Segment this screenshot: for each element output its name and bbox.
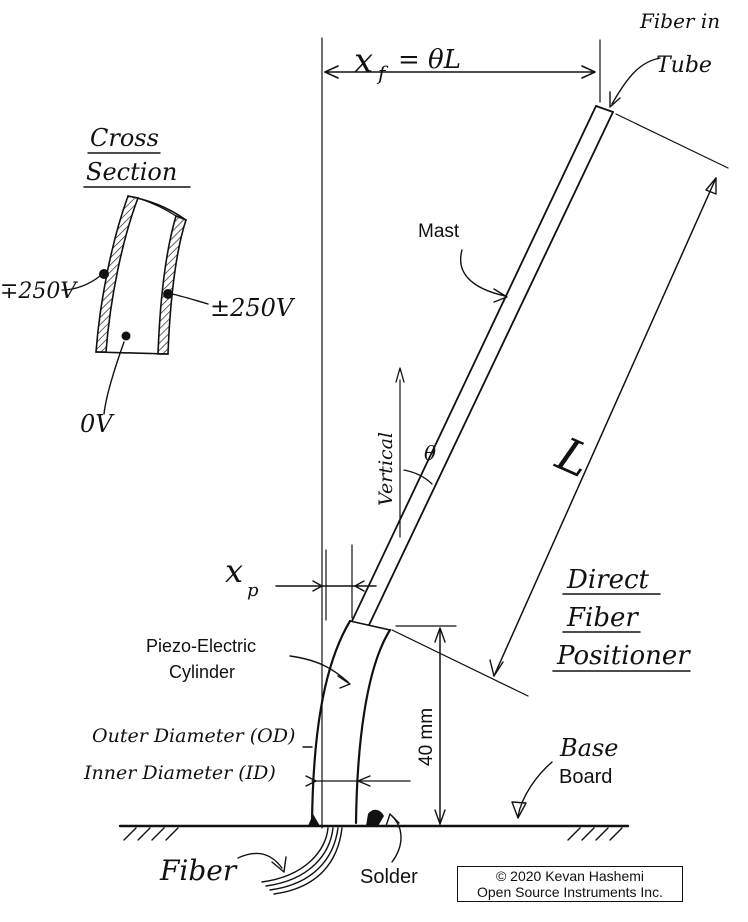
base-board-leader (517, 761, 553, 817)
fiber-in-tube-label-line1: Fiber in (639, 9, 720, 33)
zero-volt-label: 0V (80, 410, 115, 438)
length-arrow-bottom (489, 659, 504, 677)
xf-subscript: f (376, 61, 389, 85)
length-extension-top (615, 113, 729, 169)
title-line1: Direct (566, 565, 650, 595)
solder-joint-right (366, 809, 384, 826)
vertical-angle-arrowhead (395, 367, 405, 383)
xf-symbol: x (354, 41, 373, 81)
theta-label: θ (424, 441, 436, 465)
inner-diameter-label: Inner Diameter (ID) (83, 762, 276, 784)
mast-arrowhead (493, 288, 508, 303)
mast-label: Mast (418, 221, 460, 242)
base-hatching-left (123, 827, 179, 841)
height-arrow-top (434, 627, 446, 643)
base-board-label-line1: Base (559, 734, 618, 762)
voltage-right-label: ±250V (210, 294, 296, 322)
od-arrow (305, 775, 317, 787)
left-electrode-dot (99, 269, 109, 279)
base-board-label-line2: Board (559, 766, 612, 788)
piezo-cylinder (310, 619, 392, 825)
xf-arrow-left (324, 65, 339, 79)
id-arrow (357, 775, 371, 787)
fiber-in-tube-arrowhead (609, 91, 621, 108)
outer-diameter-label: Outer Diameter (OD) (92, 725, 295, 747)
piezo-arrowhead (337, 675, 351, 689)
piezo-label-line1: Piezo-Electric (146, 636, 256, 656)
center-electrode-dot (121, 331, 131, 341)
fiber-leader (237, 852, 283, 869)
length-dimension-line (493, 177, 717, 677)
voltage-right-leader (171, 293, 209, 305)
xp-subscript: p (247, 580, 259, 601)
copyright-box: © 2020 Kevan Hashemi Open Source Instrum… (457, 866, 683, 902)
height-arrow-bottom (434, 809, 446, 825)
theta-arc (403, 469, 433, 485)
solder-arrowhead (385, 813, 400, 827)
xf-equation: = θL (398, 45, 461, 75)
cross-section-drawing (95, 195, 187, 355)
voltage-left-label: ∓250V (0, 279, 78, 304)
fiber-label: Fiber (159, 854, 238, 887)
mast-leader (460, 249, 506, 297)
height-label: 40 mm (416, 708, 437, 766)
copyright-line2: Open Source Instruments Inc. (477, 884, 663, 900)
xp-arrow-right (354, 580, 365, 592)
length-extension-bottom (391, 629, 529, 697)
base-board-arrowhead (511, 801, 527, 819)
piezo-leader (289, 655, 349, 683)
cross-section-label-line2: Section (86, 158, 177, 186)
xp-arrow-left (312, 580, 323, 592)
copyright-line1: © 2020 Kevan Hashemi (495, 868, 645, 884)
solder-label: Solder (360, 866, 418, 888)
length-arrow-top (705, 177, 717, 195)
xp-symbol: x (225, 552, 243, 590)
fiber-in-tube-leader (611, 57, 661, 105)
vertical-label: Vertical (375, 432, 397, 506)
title-line2: Fiber (566, 603, 639, 633)
xf-arrow-right (581, 65, 596, 79)
fiber-bundle (261, 827, 343, 895)
cross-section-label-line1: Cross (90, 124, 159, 152)
fiber-in-tube-label-line2: Tube (656, 53, 712, 78)
piezo-label-line2: Cylinder (169, 662, 235, 682)
title-line3: Positioner (556, 641, 691, 671)
right-electrode-dot (163, 289, 173, 299)
mast (351, 105, 614, 626)
zero-volt-leader (103, 341, 125, 415)
solder-joint-left (308, 814, 320, 826)
voltage-left-leader (61, 275, 101, 291)
base-hatching-right (567, 827, 623, 841)
fiber-arrowhead (271, 856, 287, 873)
